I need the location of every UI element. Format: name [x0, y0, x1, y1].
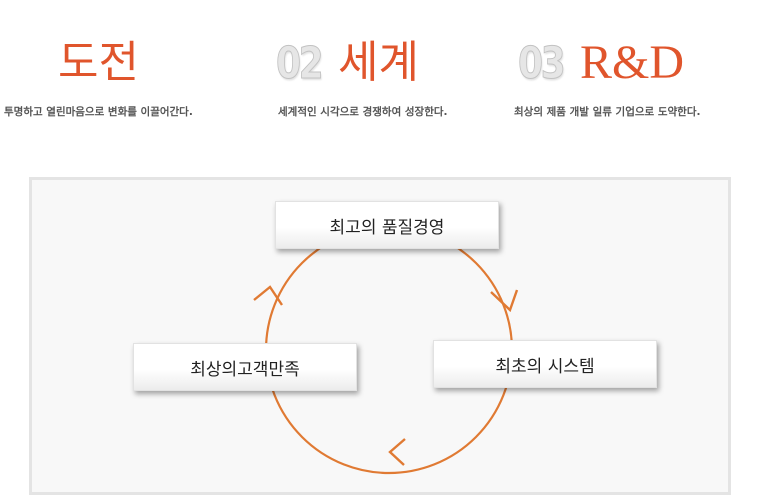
cycle-arrow-left-icon	[253, 285, 283, 306]
pillar-3-number: 03	[518, 37, 567, 89]
pillar-1-title: 도전	[58, 37, 139, 88]
cycle-node-left-label: 최상의고객만족	[190, 359, 300, 380]
cycle-node-top: 최고의 품질경영	[275, 201, 499, 249]
pillar-2-description: 세계적인 시각으로 경쟁하여 성장한다.	[278, 106, 448, 118]
pillar-1-heading: 도전	[58, 34, 139, 92]
cycle-node-top-label: 최고의 품질경영	[329, 217, 445, 238]
pillar-2-number: 02	[276, 37, 325, 89]
cycle-arrow-right-icon	[490, 289, 519, 313]
pillar-2-heading: 02 세계	[276, 34, 419, 92]
pillar-3-description: 최상의 제품 개발 일류 기업으로 도약한다.	[514, 106, 701, 118]
pillar-1-description: 투명하고 열린마음으로 변화를 이끌어간다.	[4, 106, 193, 118]
pillar-2-title: 세계	[338, 37, 419, 88]
pillar-3-heading: 03 R&D	[518, 34, 684, 92]
pillar-3-title: R&D	[580, 36, 685, 89]
cycle-node-right: 최초의 시스템	[433, 340, 657, 388]
cycle-arrow-bottom-icon	[388, 438, 406, 466]
cycle-node-right-label: 최초의 시스템	[495, 356, 595, 377]
cycle-node-left: 최상의고객만족	[133, 343, 357, 391]
